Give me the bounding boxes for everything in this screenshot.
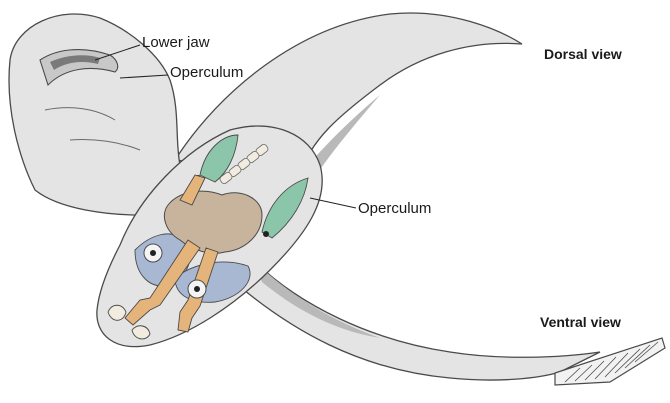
label-lower-jaw: Lower jaw [142, 34, 210, 51]
eye-right [188, 280, 206, 298]
label-operculum-right: Operculum [358, 200, 431, 217]
eye-left [144, 244, 162, 262]
gill-opening-right [263, 231, 269, 237]
label-ventral-view: Ventral view [540, 314, 621, 330]
label-operculum-top: Operculum [170, 64, 243, 81]
label-dorsal-view: Dorsal view [544, 46, 622, 62]
